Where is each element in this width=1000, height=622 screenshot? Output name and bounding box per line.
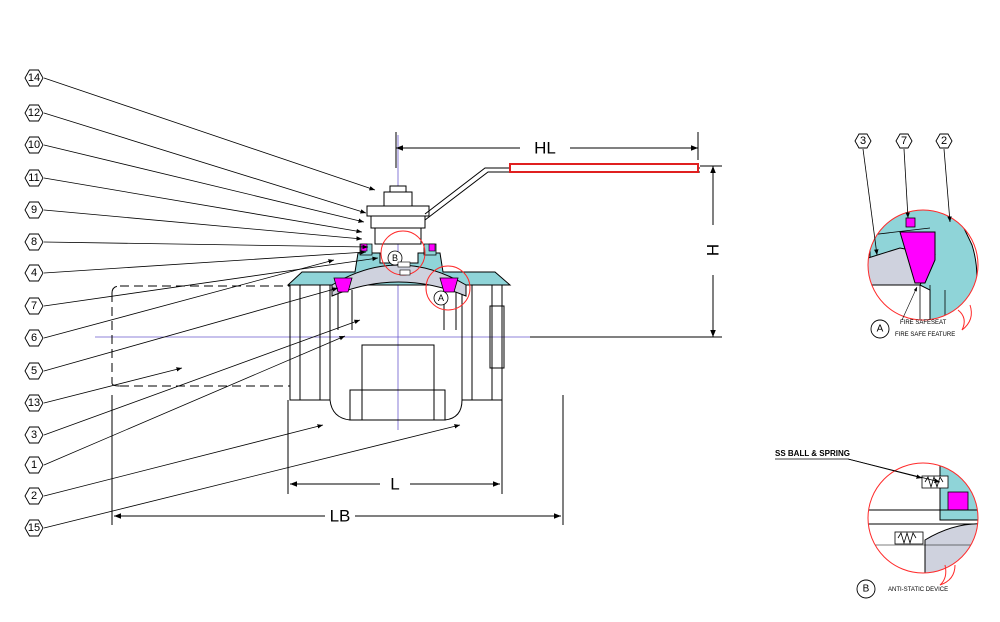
balloon-hex-3 [24,426,44,444]
dim-hl-label: HL [534,139,556,158]
seat-right [439,277,459,293]
balloon-label: 15 [28,522,40,534]
balloon-label: 8 [31,236,37,248]
detail-a-balloon-3: 3 [860,135,866,147]
dim-h-label: H [704,244,723,256]
detail-b-tag-label: B [392,253,398,263]
detail-a-tag-text: A [877,324,884,335]
valve-main-view: B A [95,135,700,430]
balloon-hex-7 [24,297,44,315]
detail-a-tag[interactable] [433,290,449,306]
balloon-label: 4 [31,267,37,279]
lb-dashed-outline [111,285,290,387]
balloon-label: 12 [28,107,40,119]
balloon-label: 7 [31,300,37,312]
balloon-hex-1 [24,456,44,474]
balloon-label: 10 [28,139,40,151]
handle-lever[interactable] [424,167,700,215]
balloon-label: 11 [28,172,39,184]
balloon-hex-10 [24,136,44,154]
balloon-label: 2 [31,490,37,502]
balloon-label: 1 [31,459,37,471]
balloon-label: 6 [31,332,37,344]
balloon-hex-6 [24,329,44,347]
stem-seal-right [428,243,436,252]
stem-seal-left [360,243,368,252]
balloon-label: 14 [28,72,40,84]
detail-b-tag-circle [856,579,876,599]
detail-a-view: 3 7 2 FIRE SAFESEAT FIRE SAFE FEATURE A [854,133,979,339]
balloon-hex-2 [24,487,44,505]
balloon-hex-8 [24,233,44,251]
detail-a-balloon-7: 7 [901,135,907,147]
balloon-hex-14 [24,69,44,87]
valve-body [329,290,463,421]
handle-grip[interactable] [509,163,699,173]
balloon-hex-4 [24,264,44,282]
seat-left [333,277,353,293]
part-balloons: 14 12 10 11 9 8 4 7 6 5 13 3 1 2 15 [24,69,461,537]
balloon-label: 5 [31,365,37,377]
detail-b-callout: SS BALL & SPRING [775,449,850,458]
detail-a-circle [425,265,471,311]
balloon-hex-15 [24,519,44,537]
balloon-label: 13 [28,397,40,409]
balloon-label: 9 [31,204,37,216]
dimensions [111,132,722,525]
detail-a-note-seat: FIRE SAFESEAT [900,320,947,326]
balloon-hex-11 [24,169,44,187]
valve-end-caps [289,283,505,401]
detail-a-balloon-2: 2 [941,135,947,147]
detail-b-tag-text: B [863,584,870,595]
detail-a-tag-label: A [438,293,444,303]
detail-a-tag-circle [870,319,890,339]
dim-l-label: L [390,475,399,494]
detail-b-tag[interactable] [387,250,403,266]
stem-assembly [366,185,430,245]
detail-b-note: ANTI-STATIC DEVICE [888,587,948,593]
detail-a-note-feature: FIRE SAFE FEATURE [895,332,955,338]
dim-lb-label: LB [330,507,351,526]
balloon-hex-5 [24,362,44,380]
balloon-hex-13 [24,394,44,412]
balloon-hex-9 [24,201,44,219]
anti-static-spring [397,261,411,268]
balloon-hex-12 [24,104,44,122]
balloon-label: 3 [31,429,37,441]
detail-b-view: SS BALL & SPRING B ANTI-STATIC DEVICE [775,449,979,599]
